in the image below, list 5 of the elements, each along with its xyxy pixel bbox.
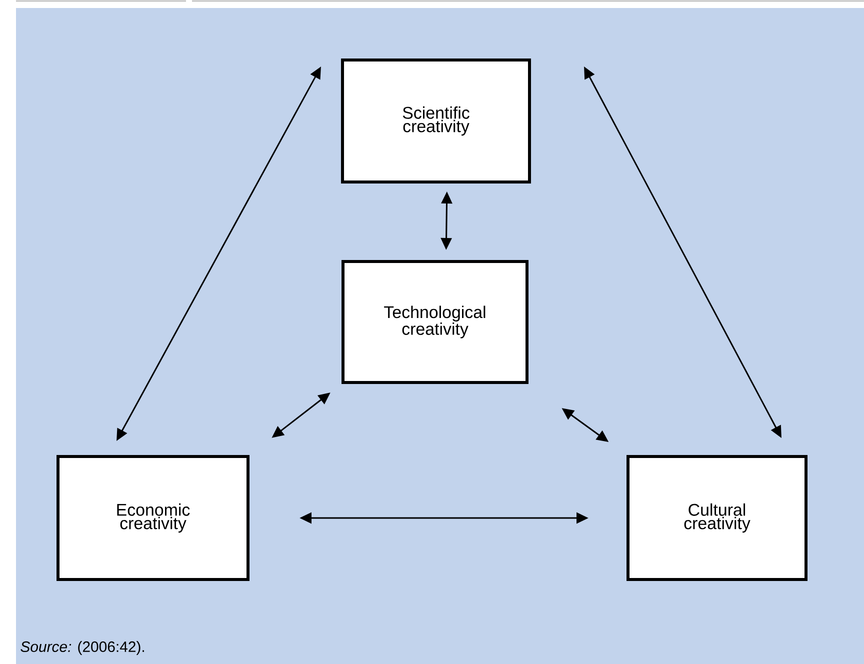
text-box: Cultural creativity [626,455,808,581]
text-box: Economic creativity [56,455,250,581]
text-box: Technological creativity [342,260,528,384]
text-box: Scientific creativity [341,58,531,184]
caption: Source: (2006:42). [20,641,144,655]
